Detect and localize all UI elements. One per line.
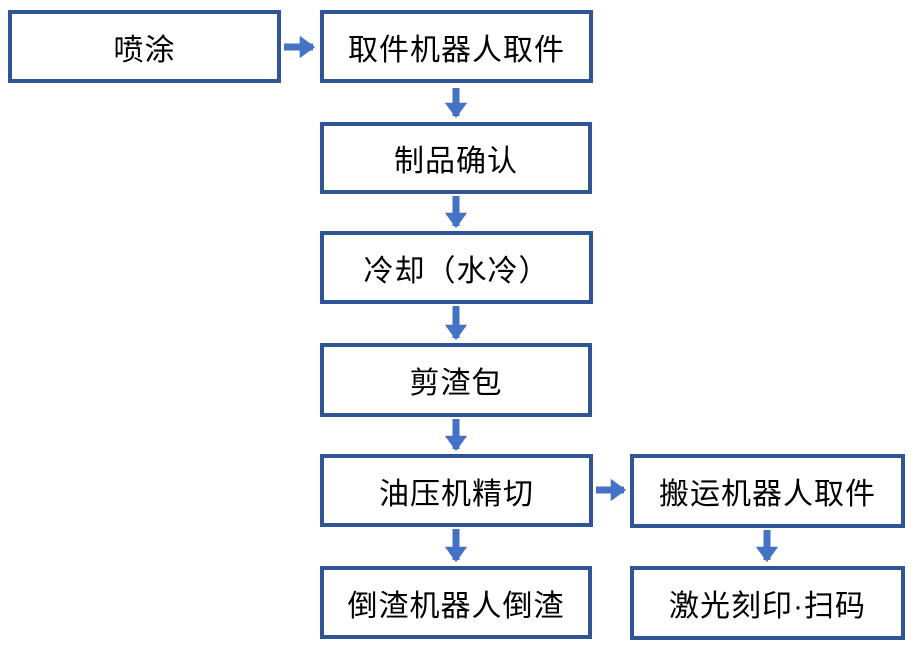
flow-node-pickup-robot: 取件机器人取件 <box>320 10 593 83</box>
flow-node-cooling: 冷却（水冷） <box>320 231 593 304</box>
flow-node-hydraulic-cut: 油压机精切 <box>320 454 593 527</box>
flow-node-transfer-robot: 搬运机器人取件 <box>630 454 905 528</box>
flow-node-shear-slag-bag: 剪渣包 <box>320 343 592 417</box>
flow-node-slag-dump-robot: 倒渣机器人倒渣 <box>320 566 592 639</box>
flow-node-laser-mark-scan: 激光刻印·扫码 <box>630 566 905 640</box>
flow-node-product-confirm: 制品确认 <box>320 122 592 194</box>
flow-node-spray: 喷涂 <box>8 10 281 83</box>
